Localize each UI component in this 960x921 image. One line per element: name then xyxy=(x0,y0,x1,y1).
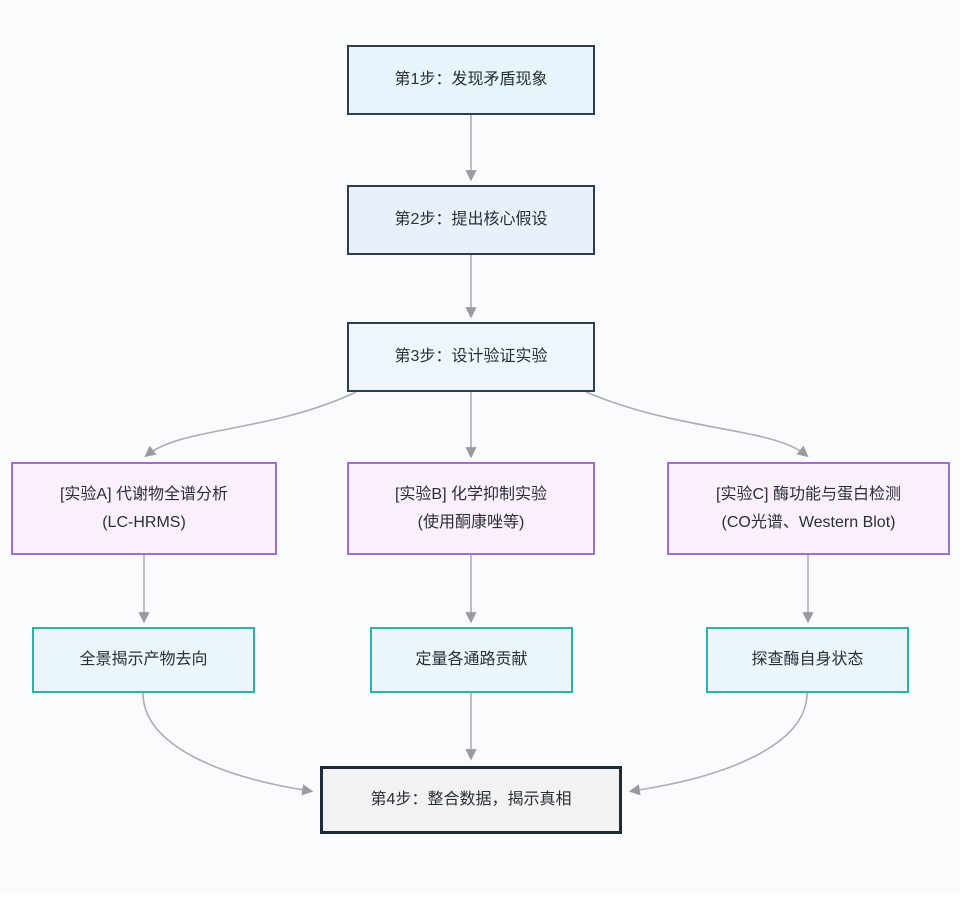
node-outcome-b-label: 定量各通路贡献 xyxy=(415,651,528,668)
node-step2-label: 第2步：提出核心假设 xyxy=(394,211,548,228)
node-step4-label: 第4步：整合数据，揭示真相 xyxy=(370,791,572,808)
node-step1-label: 第1步：发现矛盾现象 xyxy=(394,71,548,88)
node-step3: 第3步：设计验证实验 xyxy=(347,322,595,392)
node-experiment-b-sublabel: (使用酮康唑等) xyxy=(417,513,525,531)
bottom-strip xyxy=(0,893,960,921)
node-outcome-c-label: 探查酶自身状态 xyxy=(751,651,864,668)
edge-step3-expC xyxy=(585,391,809,458)
node-step4: 第4步：整合数据，揭示真相 xyxy=(320,766,622,834)
node-outcome-a: 全景揭示产物去向 xyxy=(32,627,255,693)
node-outcome-a-label: 全景揭示产物去向 xyxy=(79,651,208,668)
node-experiment-c-label: [实验C] 酶功能与蛋白检测 xyxy=(716,485,901,503)
node-experiment-b: [实验B] 化学抑制实验 (使用酮康唑等) xyxy=(347,462,595,555)
node-step1: 第1步：发现矛盾现象 xyxy=(347,45,595,115)
edge-step3-expA xyxy=(144,391,357,458)
node-step2: 第2步：提出核心假设 xyxy=(347,185,595,255)
node-outcome-b: 定量各通路贡献 xyxy=(370,627,573,693)
node-experiment-a: [实验A] 代谢物全谱分析 (LC-HRMS) xyxy=(11,462,277,555)
node-experiment-b-label: [实验B] 化学抑制实验 xyxy=(394,485,547,503)
node-outcome-c: 探查酶自身状态 xyxy=(706,627,909,693)
node-experiment-a-sublabel: (LC-HRMS) xyxy=(102,513,186,531)
edge-outA-step4 xyxy=(142,692,314,796)
edge-outC-step4 xyxy=(628,692,808,796)
node-experiment-a-label: [实验A] 代谢物全谱分析 xyxy=(59,485,228,503)
node-experiment-c: [实验C] 酶功能与蛋白检测 (CO光谱、Western Blot) xyxy=(667,462,950,555)
node-experiment-c-sublabel: (CO光谱、Western Blot) xyxy=(721,513,896,531)
node-step3-label: 第3步：设计验证实验 xyxy=(394,348,548,365)
